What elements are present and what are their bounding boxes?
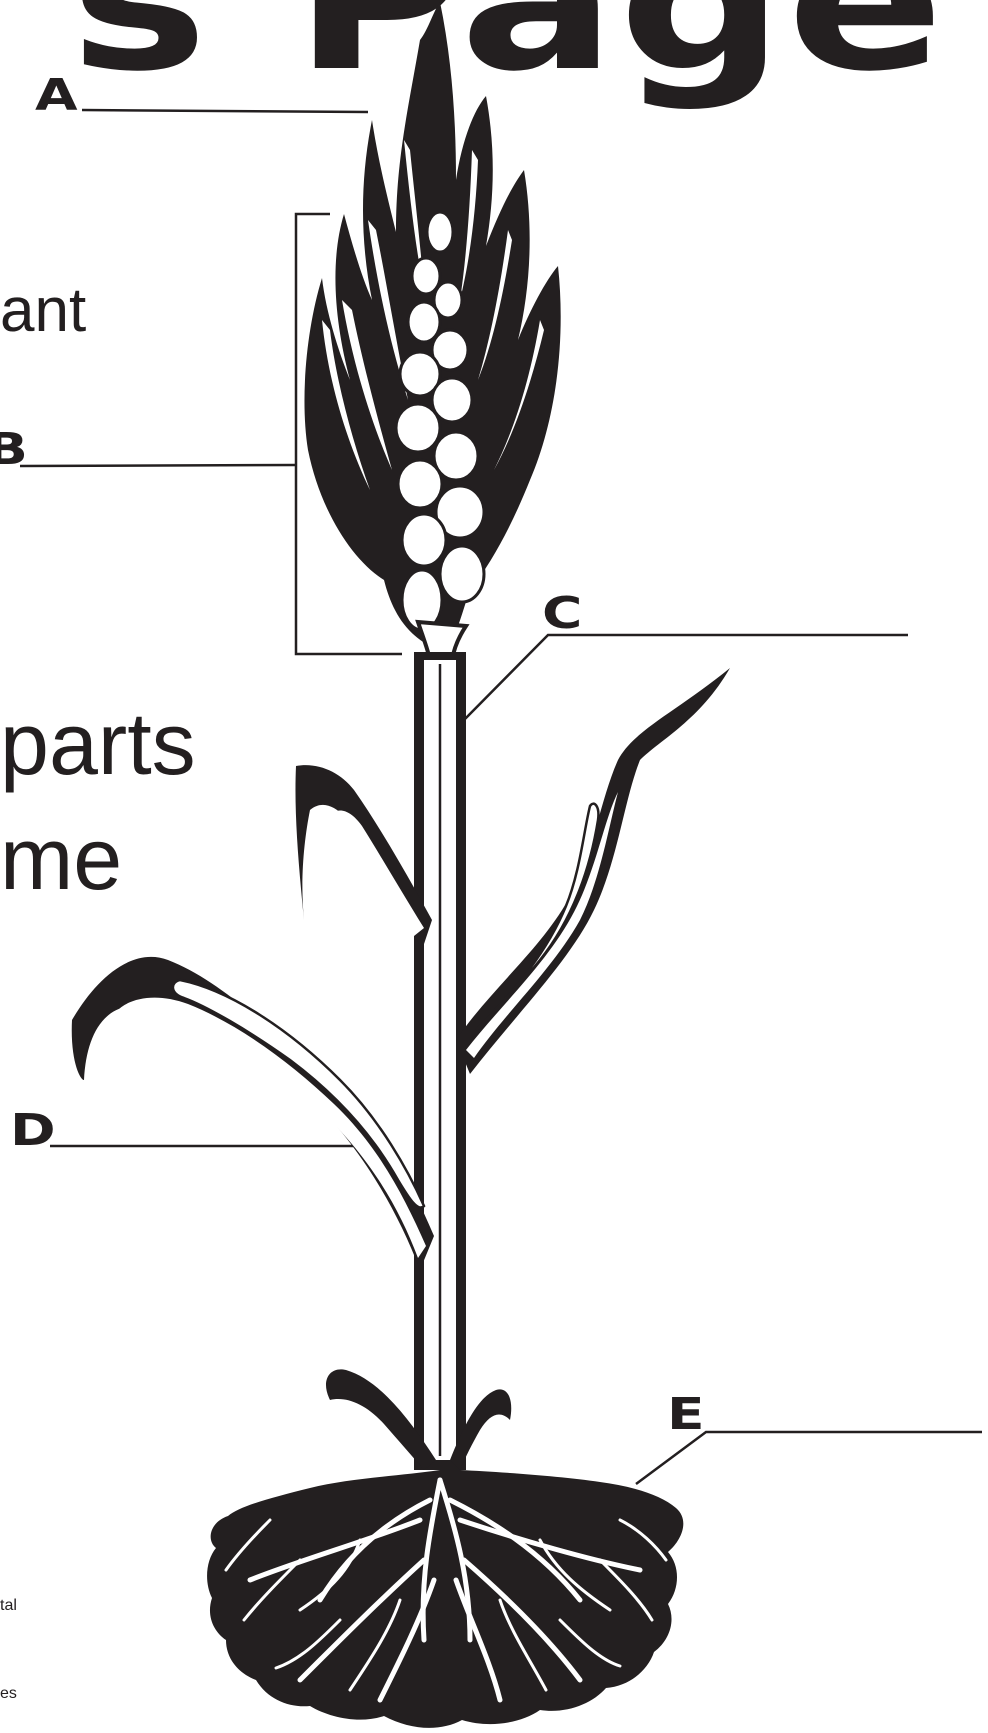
leaf-upper-left bbox=[295, 765, 432, 950]
roots bbox=[207, 1470, 683, 1728]
leader-line-b bbox=[20, 465, 296, 466]
diagram-label-a: A bbox=[35, 74, 78, 118]
leaf-upper-right bbox=[456, 668, 730, 1074]
leader-line-a bbox=[82, 110, 368, 112]
wheat-head bbox=[304, 2, 560, 660]
diagram-label-e: E bbox=[667, 1393, 705, 1437]
wheat-stem bbox=[414, 652, 466, 1470]
diagram-label-d: D bbox=[10, 1109, 56, 1153]
diagram-label-b: B bbox=[0, 428, 28, 472]
leaf-lower-left bbox=[72, 957, 434, 1270]
diagram-label-c: C bbox=[542, 592, 582, 636]
